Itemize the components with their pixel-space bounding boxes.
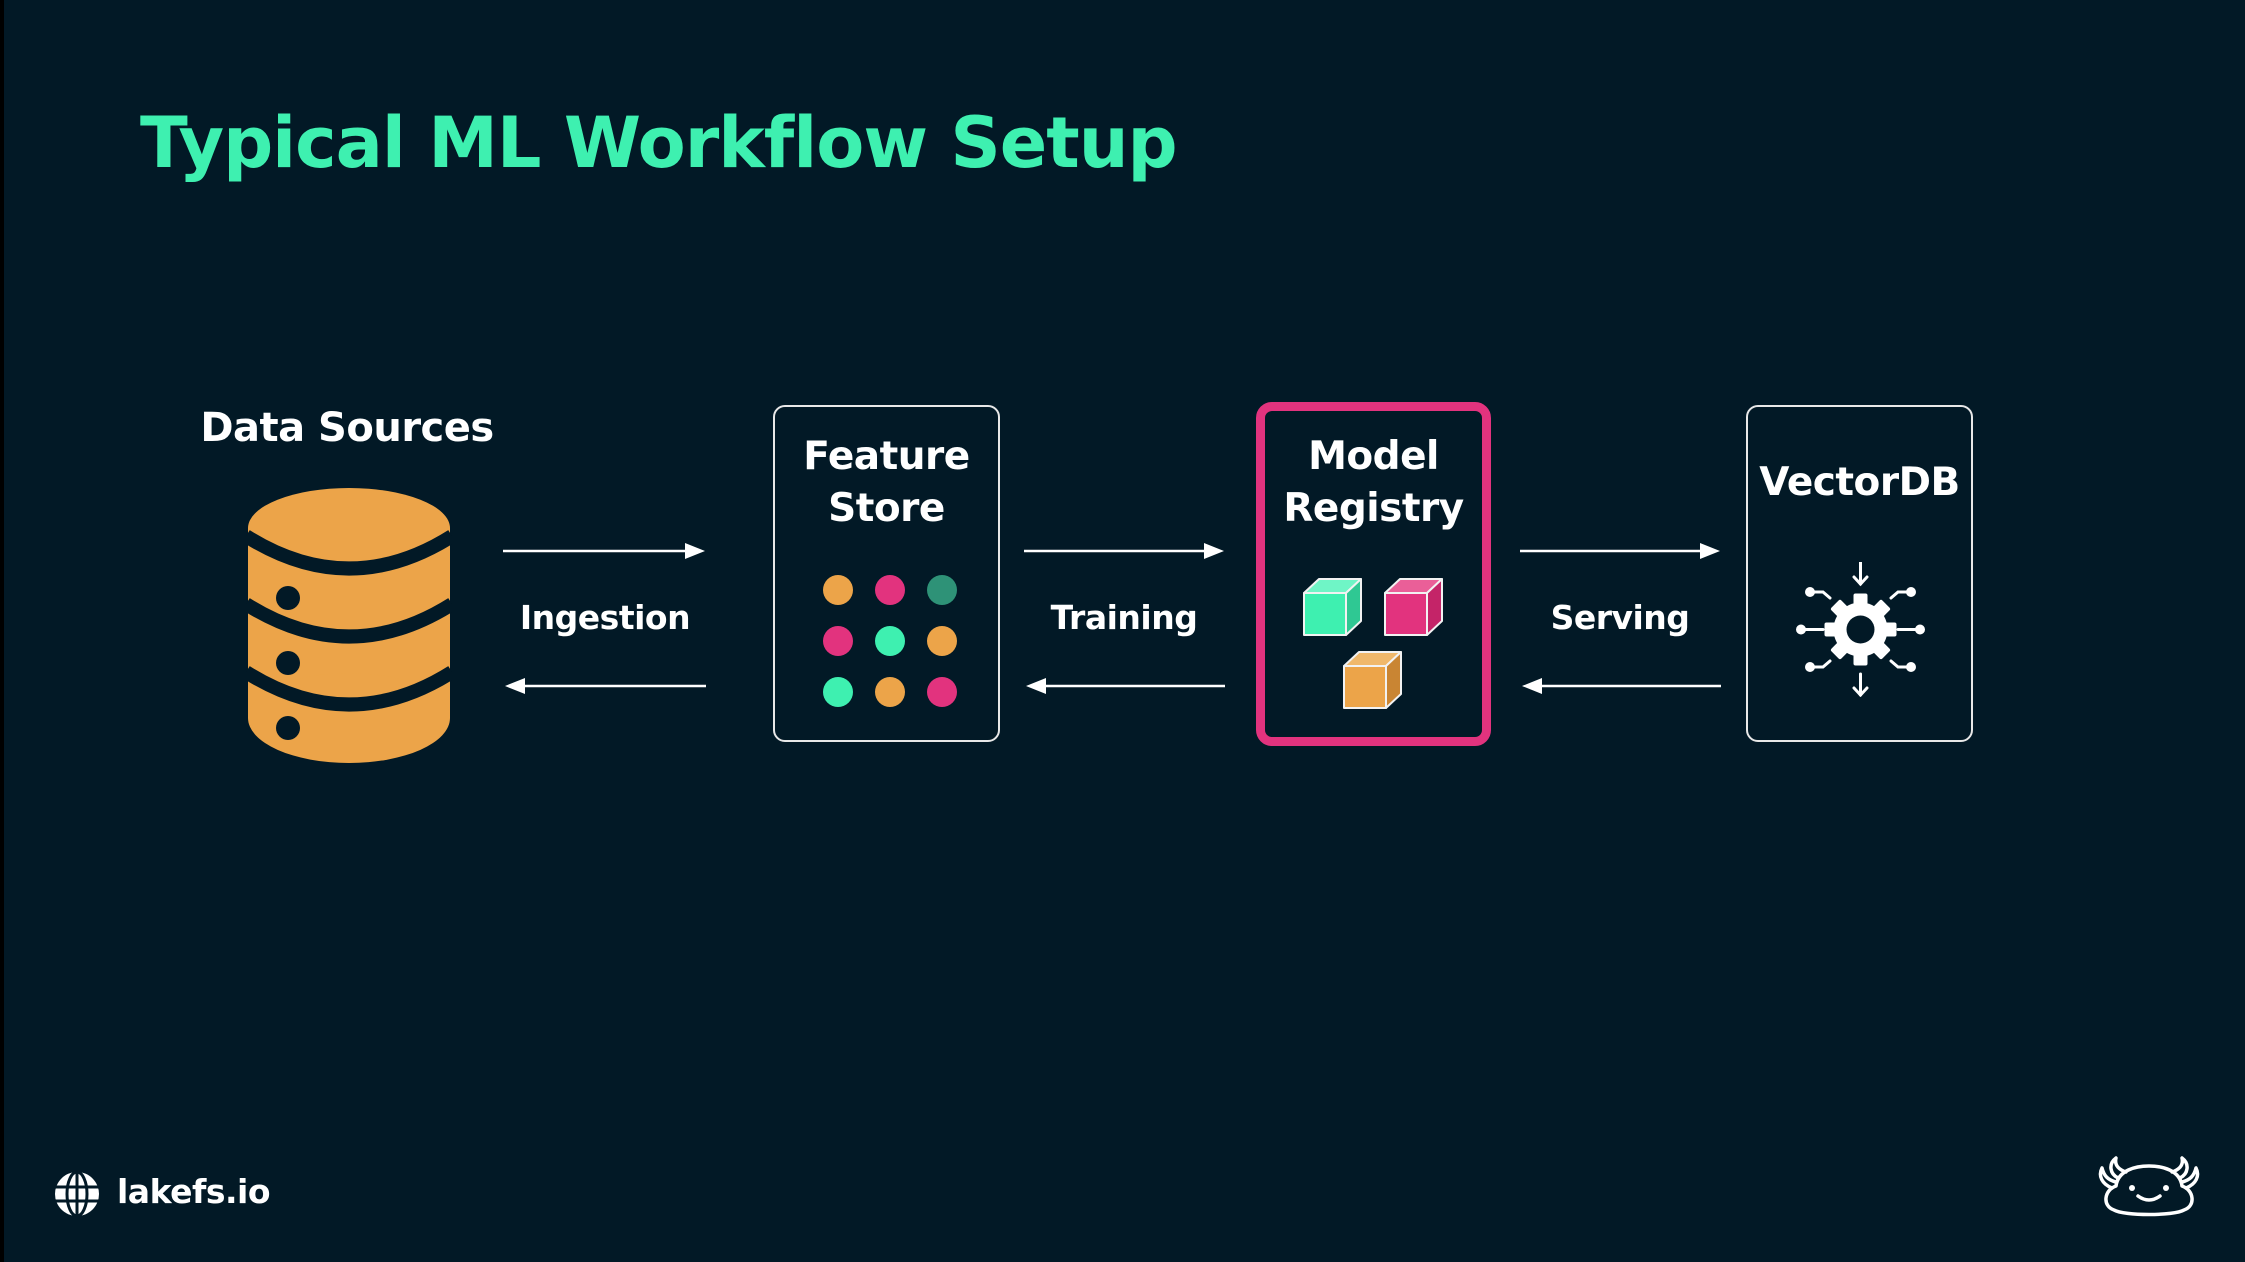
edge-label-serving: Serving bbox=[1550, 598, 1690, 637]
cube-orange-icon bbox=[1343, 651, 1402, 709]
slide-left-edge bbox=[0, 0, 4, 1262]
database-icon bbox=[246, 488, 452, 763]
gear-network-icon bbox=[1796, 562, 1925, 697]
feature-dot bbox=[875, 677, 905, 707]
arrow-left-icon bbox=[1522, 678, 1721, 694]
footer-website-link[interactable]: lakefs.io bbox=[117, 1172, 271, 1211]
feature-dot bbox=[823, 575, 853, 605]
feature-dot bbox=[875, 626, 905, 656]
arrow-left-icon bbox=[505, 678, 706, 694]
cube-green-icon bbox=[1303, 578, 1362, 636]
cubes-icon bbox=[1303, 578, 1443, 709]
model-registry-label-line2: Registry bbox=[1283, 486, 1464, 531]
feature-store-label-line2: Store bbox=[828, 486, 945, 531]
dot-grid-icon bbox=[823, 575, 957, 707]
feature-store-label-line1: Feature bbox=[803, 434, 970, 479]
edge-label-training: Training bbox=[1050, 598, 1198, 637]
slide-title: Typical ML Workflow Setup bbox=[140, 102, 1178, 184]
feature-dot bbox=[927, 626, 957, 656]
feature-dot bbox=[875, 575, 905, 605]
feature-dot bbox=[927, 575, 957, 605]
ingestion-arrows bbox=[503, 543, 706, 694]
feature-dot bbox=[823, 626, 853, 656]
cube-pink-icon bbox=[1384, 578, 1443, 636]
vectordb-label: VectorDB bbox=[1759, 460, 1960, 505]
edge-label-ingestion: Ingestion bbox=[519, 598, 691, 637]
arrow-right-icon bbox=[503, 543, 705, 559]
feature-dot bbox=[823, 677, 853, 707]
axolotl-logo-icon bbox=[2098, 1156, 2200, 1217]
feature-dot bbox=[927, 677, 957, 707]
arrow-right-icon bbox=[1520, 543, 1720, 559]
arrow-right-icon bbox=[1024, 543, 1224, 559]
serving-arrows bbox=[1520, 543, 1721, 694]
data-sources-label: Data Sources bbox=[200, 405, 494, 451]
arrow-left-icon bbox=[1026, 678, 1225, 694]
globe-icon bbox=[55, 1170, 99, 1218]
vectordb-node[interactable]: VectorDB bbox=[1746, 405, 1973, 742]
model-registry-node[interactable]: Model Registry bbox=[1256, 402, 1491, 746]
feature-store-node[interactable]: Feature Store bbox=[773, 405, 1000, 742]
model-registry-label-line1: Model bbox=[1308, 434, 1439, 479]
training-arrows bbox=[1024, 543, 1225, 694]
